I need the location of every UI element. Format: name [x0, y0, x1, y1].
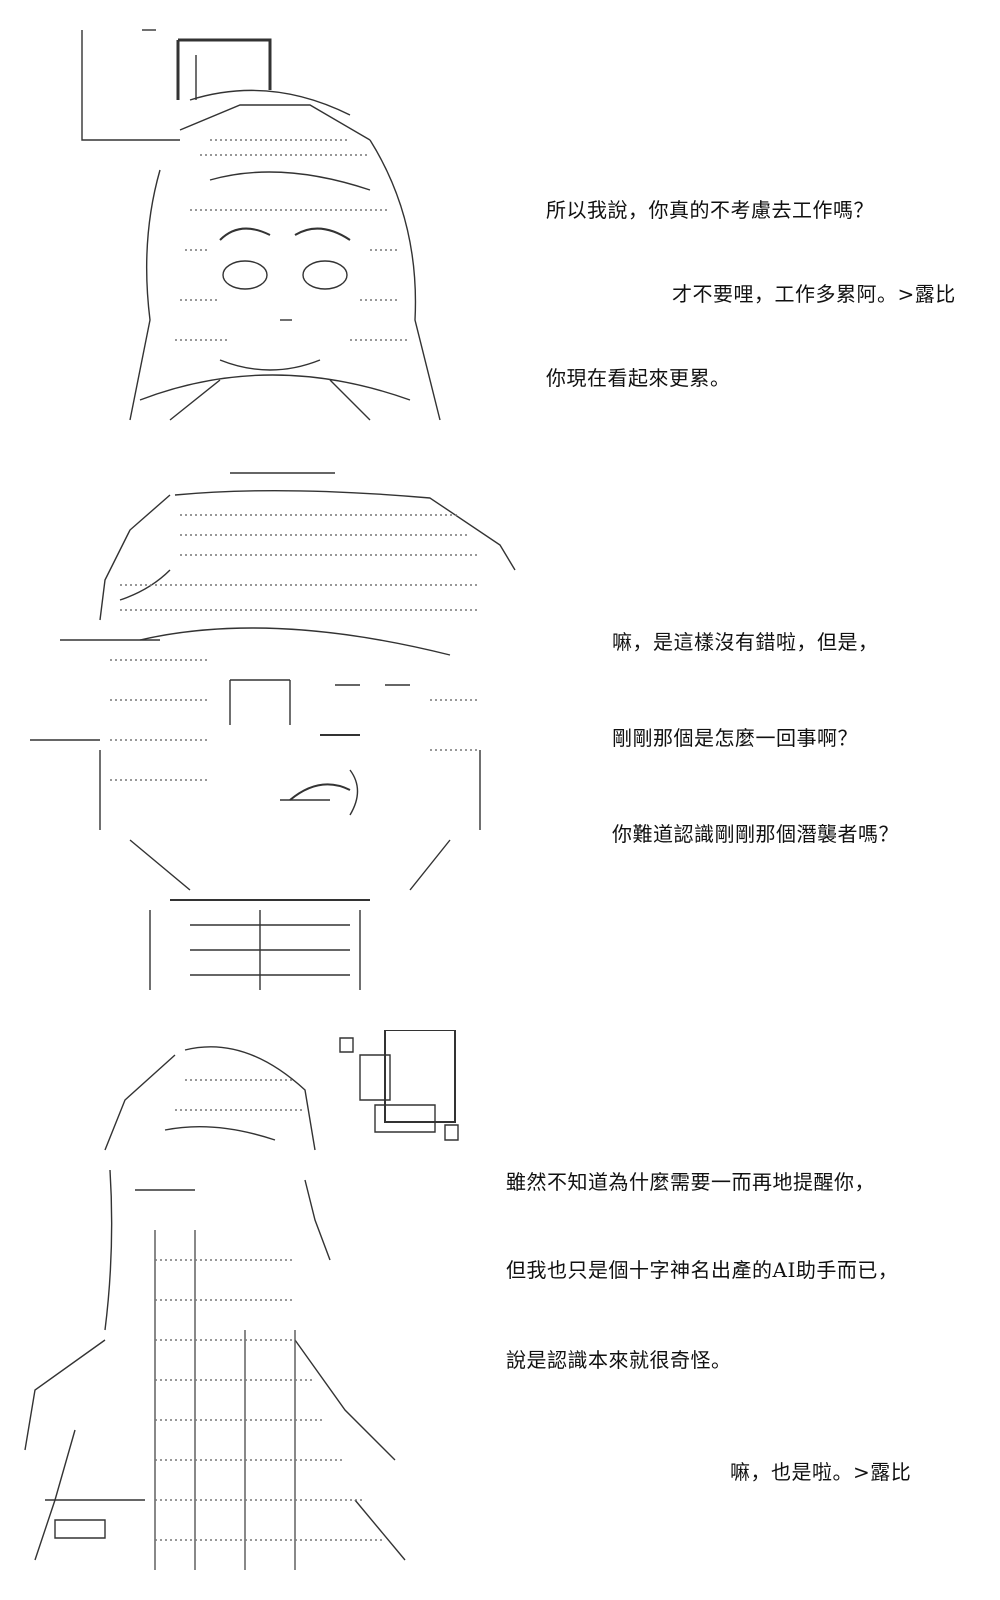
dialogue-line: 嘛，也是啦。>露比 [730, 1460, 912, 1484]
dialogue-line: 雖然不知道為什麼需要一而再地提醒你， [506, 1170, 875, 1194]
panel-3: 雖然不知道為什麼需要一而再地提醒你， 但我也只是個十字神名出產的AI助手而已， … [0, 1030, 1000, 1600]
dialogue-line: 你難道認識剛剛那個潛襲者嗎？ [612, 822, 899, 846]
dialogue-line: 嘛，是這樣沒有錯啦，但是， [612, 630, 879, 654]
ascii-art-girl-with-card [70, 20, 450, 440]
panel-1: 所以我說，你真的不考慮去工作嗎？ 才不要哩，工作多累阿。>露比 你現在看起來更累… [0, 0, 1000, 470]
dialogue-line: 你現在看起來更累。 [546, 366, 731, 390]
dialogue-line: 所以我說，你真的不考慮去工作嗎？ [546, 198, 874, 222]
dialogue-line: 剛剛那個是怎麼一回事啊？ [612, 726, 858, 750]
ascii-art-girl-with-hat [30, 470, 540, 1000]
ascii-art-sleeping-girl [15, 1030, 475, 1590]
dialogue-line: 才不要哩，工作多累阿。>露比 [672, 282, 956, 306]
panel-2: 嘛，是這樣沒有錯啦，但是， 剛剛那個是怎麼一回事啊？ 你難道認識剛剛那個潛襲者嗎… [0, 470, 1000, 1030]
dialogue-line: 說是認識本來就很奇怪。 [506, 1348, 732, 1372]
dialogue-line: 但我也只是個十字神名出產的AI助手而已， [506, 1258, 899, 1282]
